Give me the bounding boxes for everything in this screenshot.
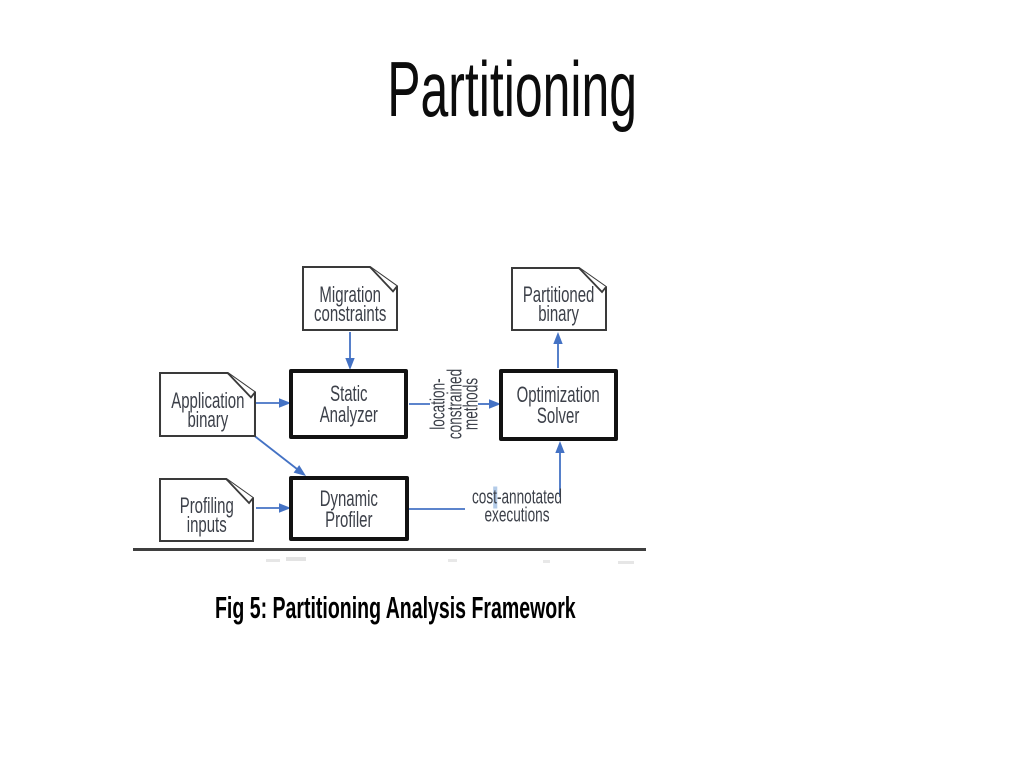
scan-artifact [543,560,550,563]
title-block: Partitioning [0,46,1024,132]
edge-label-line: executions [484,504,550,526]
figure-bottom-rule [133,548,646,551]
document-profiling-inputs: Profiling inputs [159,478,254,542]
edge-label-line: cost-annotated [472,486,562,509]
document-label-line: inputs [186,512,227,537]
scan-artifact [286,557,306,561]
arrow-application-to-dynamic [251,433,306,476]
edge-label-cost-annotated-executions: cost-annotated executions [459,486,575,526]
highlight-artifact: t [493,486,497,509]
arrow-application-to-static [256,398,291,408]
process-label-line: Optimization [516,382,601,407]
arrow-migration-to-static [345,332,355,370]
arrow-optimization-to-partitioned [553,332,563,368]
process-label-line: Profiler [325,506,373,532]
document-partitioned-binary: Partitioned binary [511,267,607,331]
process-label-line: Solver [537,403,580,428]
process-label-line: Dynamic [319,485,379,511]
figure-caption: Fig 5: Partitioning Analysis Framework [215,590,576,625]
document-migration-constraints: Migration constraints [302,266,398,331]
scan-artifact [618,561,634,564]
arrow-profiling-to-dynamic [256,503,291,513]
document-label-line: Partitioned [523,282,595,307]
document-label-line: binary [538,301,580,326]
process-label-line: Static [329,381,368,406]
process-dynamic-profiler: Dynamic Profiler [289,476,409,541]
document-label-line: Profiling [179,493,234,518]
document-shape [159,478,254,542]
scan-artifact [266,559,280,562]
document-application-binary: Application binary [159,372,256,437]
document-label-line: constraints [313,300,387,326]
process-label-line: Analyzer [319,402,378,427]
scan-artifact [448,559,457,562]
document-shape [159,372,256,437]
process-static-analyzer: Static Analyzer [289,369,408,439]
figure-caption-block: Fig 5: Partitioning Analysis Framework [215,591,787,625]
slide-title: Partitioning [387,45,637,133]
document-shape [511,267,607,331]
document-shape [302,266,398,331]
process-optimization-solver: Optimization Solver [499,369,618,441]
edge-label-location-constrained-methods: location- constrained methods [427,356,482,451]
document-label-line: Migration [319,281,381,307]
document-label-line: binary [187,406,228,432]
document-label-line: Application [170,387,245,413]
